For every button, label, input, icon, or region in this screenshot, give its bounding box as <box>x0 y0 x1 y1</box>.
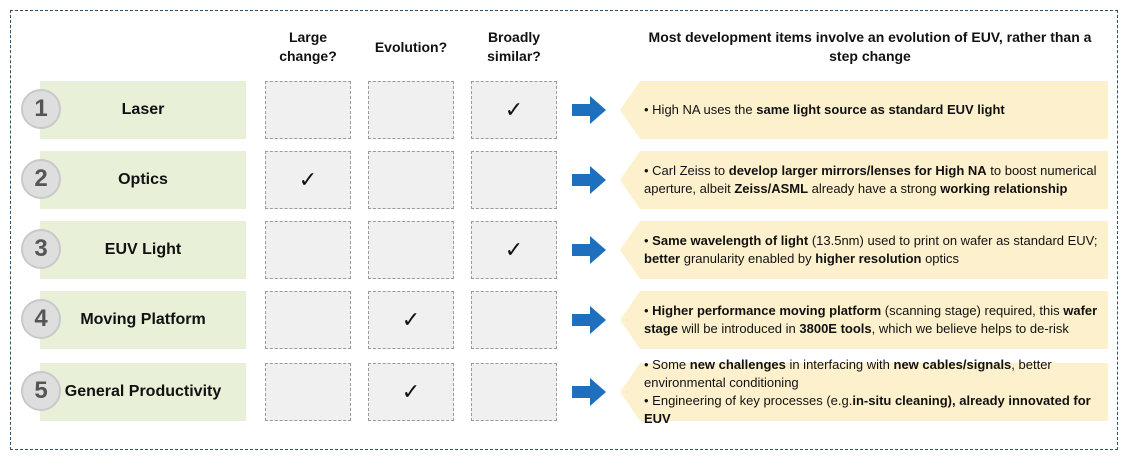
checkbox-evolution <box>368 221 454 279</box>
callout-box: • High NA uses the same light source as … <box>620 81 1108 139</box>
row-number-circle: 5 <box>21 371 61 411</box>
row-label: General Productivity <box>40 363 246 421</box>
row-number-circle: 1 <box>21 89 61 129</box>
callout-line: • Carl Zeiss to develop larger mirrors/l… <box>644 163 1097 178</box>
check-mark-icon: ✓ <box>401 307 421 332</box>
callout-line: stage will be introduced in 3800E tools,… <box>644 321 1069 336</box>
header-broadly-similar: Broadly similar? <box>487 29 541 64</box>
callout-text: • Same wavelength of light (13.5nm) used… <box>644 221 1102 279</box>
row-label: Moving Platform <box>40 291 246 349</box>
row-label: Laser <box>40 81 246 139</box>
check-mark-icon: ✓ <box>504 97 524 122</box>
row-number-circle: 3 <box>21 229 61 269</box>
row-number-circle: 4 <box>21 299 61 339</box>
header-large-change: Large change? <box>279 29 337 64</box>
checkbox-large-change <box>265 81 351 139</box>
callout-text: • High NA uses the same light source as … <box>644 81 1102 139</box>
right-title: Most development items involve an evolut… <box>648 29 1092 64</box>
row-label: Optics <box>40 151 246 209</box>
callout-line: • Higher performance moving platform (sc… <box>644 303 1098 318</box>
checkbox-large-change <box>265 221 351 279</box>
arrow-right-icon <box>572 306 606 334</box>
checkbox-broadly-similar: ✓ <box>471 221 557 279</box>
callout-text: • Carl Zeiss to develop larger mirrors/l… <box>644 151 1102 209</box>
checkbox-evolution <box>368 151 454 209</box>
callout-line: • Some new challenges in interfacing wit… <box>644 357 1052 372</box>
callout-line: better granularity enabled by higher res… <box>644 251 960 266</box>
callout-box: • Carl Zeiss to develop larger mirrors/l… <box>620 151 1108 209</box>
diagram-frame <box>10 10 1118 450</box>
arrow-right-icon <box>572 166 606 194</box>
callout-box: • Same wavelength of light (13.5nm) used… <box>620 221 1108 279</box>
checkbox-broadly-similar <box>471 363 557 421</box>
checkbox-large-change: ✓ <box>265 151 351 209</box>
callout-line: • Engineering of key processes (e.g.in-s… <box>644 393 1091 426</box>
check-mark-icon: ✓ <box>504 237 524 262</box>
callout-text: • Some new challenges in interfacing wit… <box>644 357 1102 426</box>
checkbox-large-change <box>265 363 351 421</box>
callout-box: • Higher performance moving platform (sc… <box>620 291 1108 349</box>
checkbox-evolution: ✓ <box>368 363 454 421</box>
check-mark-icon: ✓ <box>298 167 318 192</box>
callout-line: aperture, albeit Zeiss/ASML already have… <box>644 181 1068 196</box>
checkbox-large-change <box>265 291 351 349</box>
checkbox-broadly-similar <box>471 151 557 209</box>
callout-box: • Some new challenges in interfacing wit… <box>620 357 1108 426</box>
callout-text: • Higher performance moving platform (sc… <box>644 291 1102 349</box>
checkbox-evolution: ✓ <box>368 291 454 349</box>
arrow-right-icon <box>572 378 606 406</box>
arrow-right-icon <box>572 236 606 264</box>
callout-line: • Same wavelength of light (13.5nm) used… <box>644 233 1098 248</box>
callout-line: • High NA uses the same light source as … <box>644 102 1005 117</box>
row-label: EUV Light <box>40 221 246 279</box>
arrow-right-icon <box>572 96 606 124</box>
checkbox-broadly-similar <box>471 291 557 349</box>
header-evolution: Evolution? <box>374 39 448 55</box>
check-mark-icon: ✓ <box>401 379 421 404</box>
callout-line: environmental conditioning <box>644 375 799 390</box>
checkbox-evolution <box>368 81 454 139</box>
checkbox-broadly-similar: ✓ <box>471 81 557 139</box>
row-number-circle: 2 <box>21 159 61 199</box>
